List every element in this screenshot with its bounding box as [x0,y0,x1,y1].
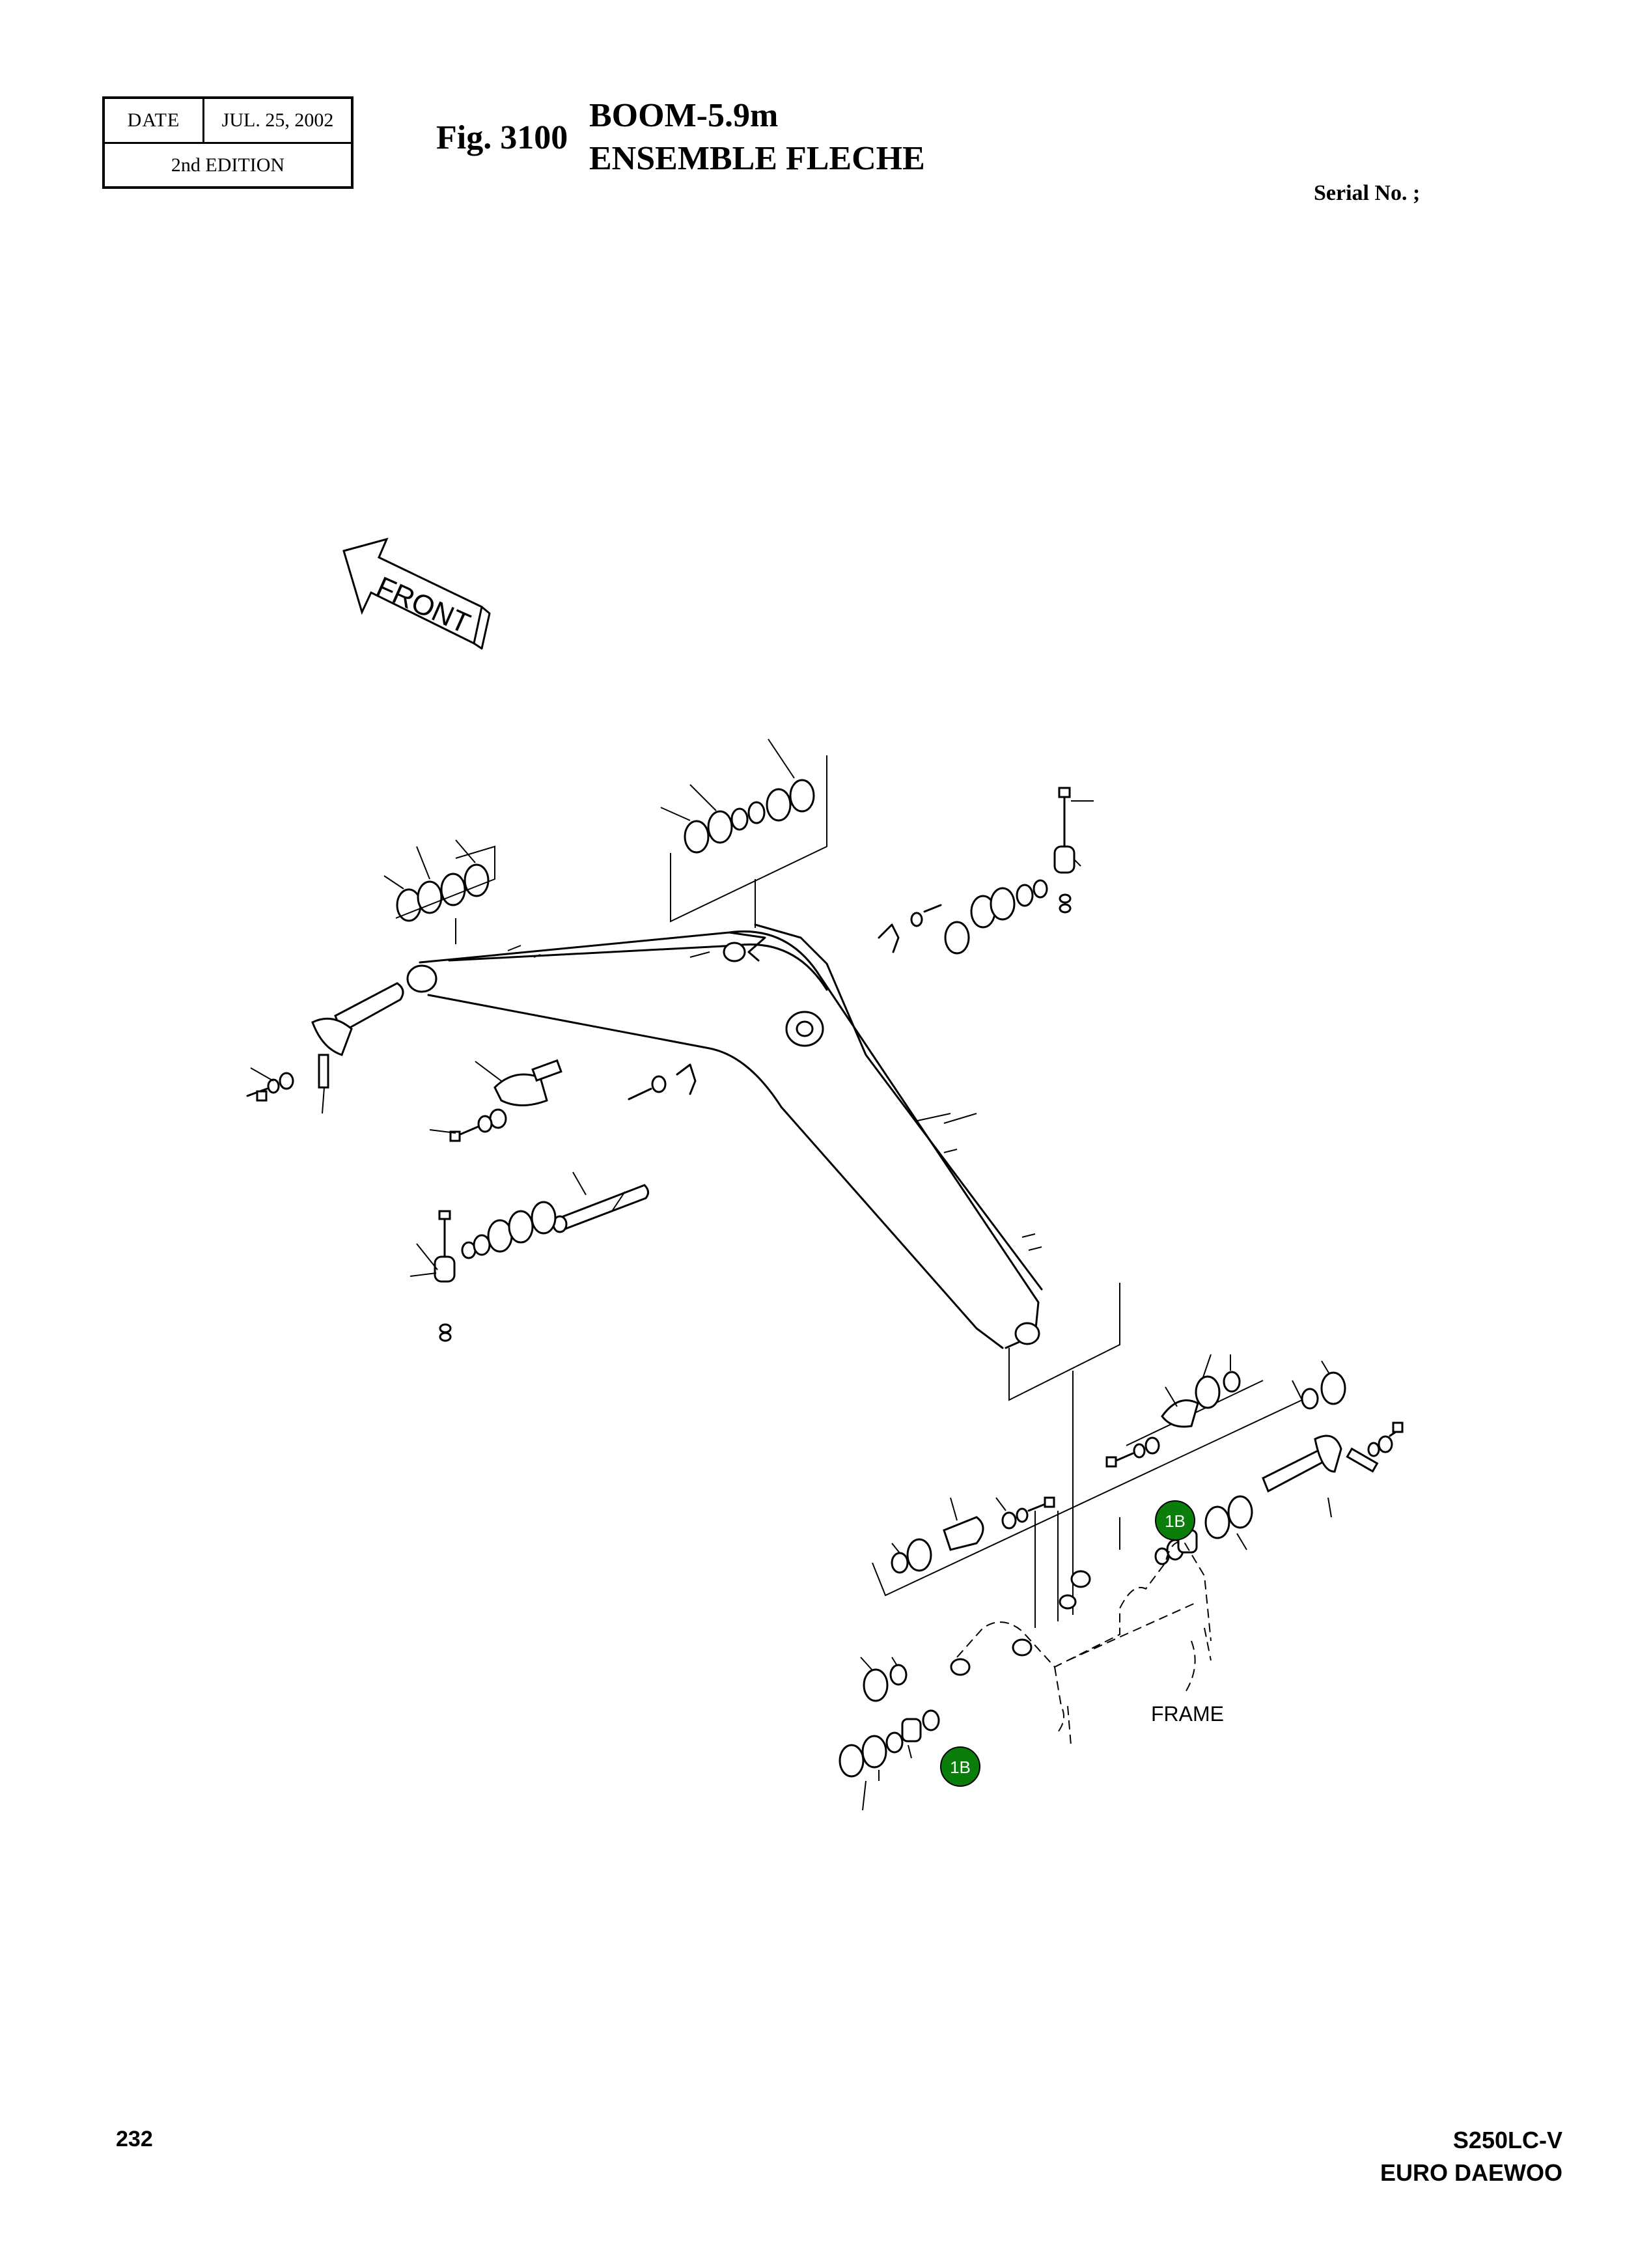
figure-number: Fig. 3100 [436,119,568,156]
callout-1b-lower: 1B [940,1746,980,1787]
callout-1b-lower-label: 1B [950,1757,971,1777]
upper-right-pin-assembly [878,787,1075,955]
washer-stack-frame-left [839,1657,940,1811]
washer-stack-upper-center [670,755,827,928]
washer-stack-upper-left [395,845,495,944]
callout-1b-upper: 1B [1155,1500,1195,1541]
front-arrow-icon: FRONT [342,537,491,650]
date-label: DATE [105,99,204,142]
callout-1b-upper-label: 1B [1165,1511,1186,1531]
boom-cylinder-pin-center [449,1059,697,1233]
edition-label: 2nd EDITION [171,154,285,176]
date-edition-box: DATE JUL. 25, 2002 2nd EDITION [102,96,354,189]
washer-stack-lower-left [434,1201,557,1342]
model-brand-block: S250LC-V EURO DAEWOO [1380,2124,1562,2189]
model-name: S250LC-V [1452,2127,1562,2153]
leader-lines-left [250,738,1094,1277]
brand-name: EURO DAEWOO [1380,2159,1562,2186]
title-french: ENSEMBLE FLECHE [589,140,925,177]
upper-frame-outline: FRAME [950,1541,1224,1746]
frame-pin-assemblies [891,1354,1404,1574]
frame-label: FRAME [1151,1702,1224,1726]
boom-body [406,923,1043,1349]
date-row: DATE JUL. 25, 2002 [105,99,351,144]
serial-number-label: Serial No. ; [1314,181,1421,205]
date-value: JUL. 25, 2002 [221,109,334,131]
boom-foot-pin-left [246,982,404,1102]
title-english: BOOM-5.9m [589,97,779,134]
page-number: 232 [116,2127,153,2151]
assembly-reference-lines [872,1283,1303,1628]
